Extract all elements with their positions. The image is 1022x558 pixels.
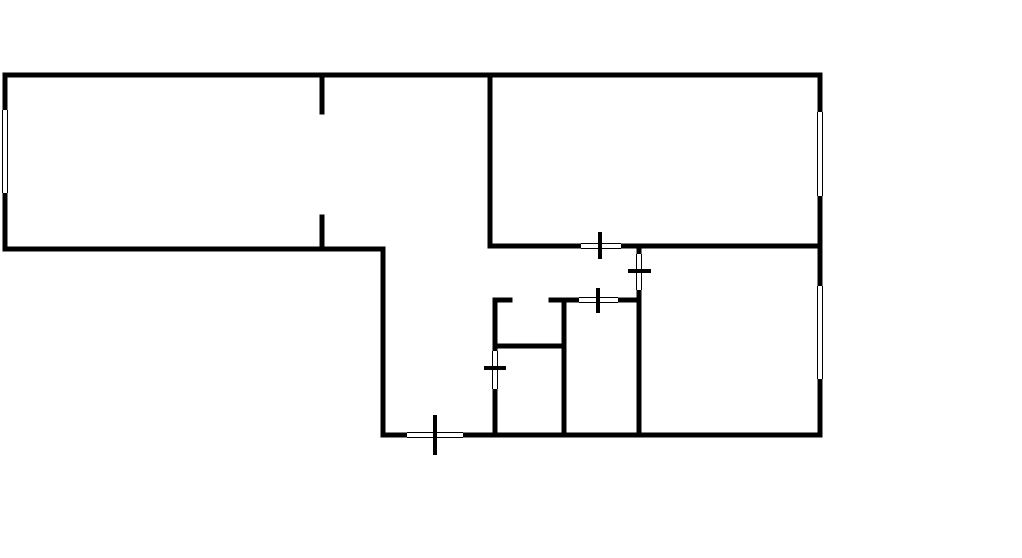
doors [407,232,651,455]
window-east-lower [817,286,823,379]
door-bathroom [484,351,506,389]
window-west [2,110,8,193]
door-bedroom-north [581,232,621,259]
door-bedroom-east [628,254,651,290]
windows [2,110,823,379]
door-entrance [407,415,463,455]
window-east-upper [817,112,823,196]
door-closet [579,288,618,313]
